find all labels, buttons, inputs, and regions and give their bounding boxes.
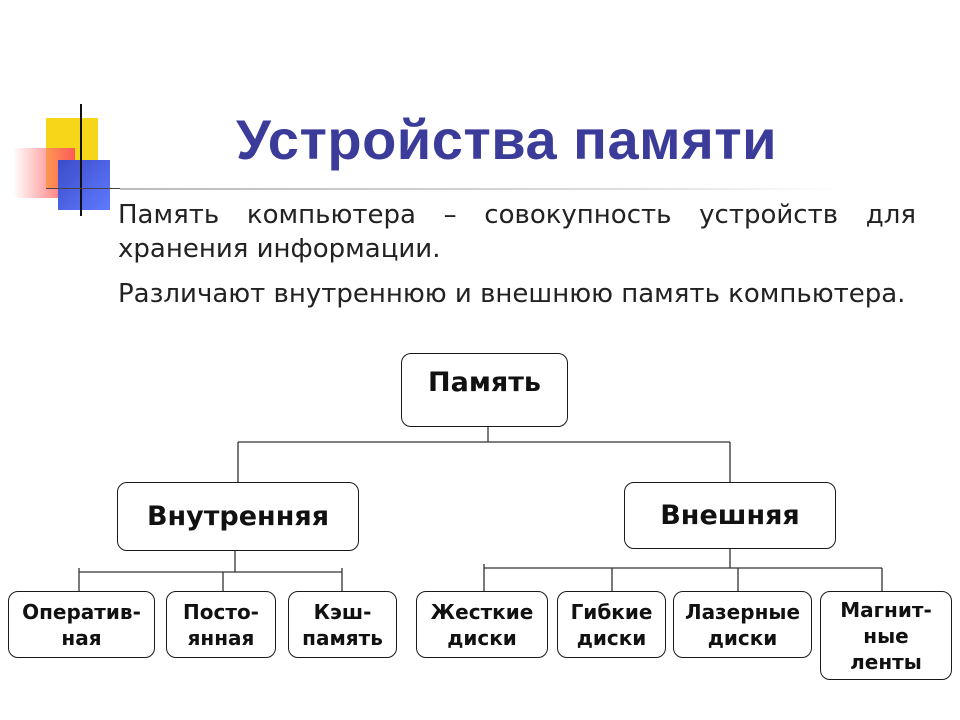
node-optical-disks: Лазерные диски xyxy=(673,591,812,658)
node-external-memory: Внешняя xyxy=(624,482,836,549)
node-magnetic-tapes-label: Магнит- ные ленты xyxy=(840,597,932,674)
node-magnetic-tapes: Магнит- ные ленты xyxy=(820,591,952,680)
types-paragraph: Различают внутреннюю и внешнюю память ко… xyxy=(118,279,906,309)
decor-blue-square xyxy=(58,160,110,210)
node-internal-memory: Внутренняя xyxy=(117,482,359,551)
node-rom: Посто- янная xyxy=(166,591,276,658)
node-ram-label: Оператив- ная xyxy=(22,599,141,650)
node-memory: Память xyxy=(401,353,568,427)
decor-vertical-line xyxy=(80,104,82,216)
node-ram: Оператив- ная xyxy=(8,591,155,658)
node-optical-disks-label: Лазерные диски xyxy=(684,599,801,650)
node-internal-label: Внутренняя xyxy=(146,501,330,532)
node-cache-label: Кэш- память xyxy=(302,599,383,650)
node-cache: Кэш- память xyxy=(288,591,397,658)
title-underline xyxy=(120,188,840,190)
node-rom-label: Посто- янная xyxy=(183,599,259,650)
slide-title: Устройства памяти xyxy=(236,108,778,171)
node-external-label: Внешняя xyxy=(660,500,800,531)
definition-paragraph: Память компьютера – совокупность устройс… xyxy=(118,200,916,264)
node-hard-disks: Жесткие диски xyxy=(416,591,548,658)
node-floppy-disks: Гибкие диски xyxy=(557,591,666,658)
node-memory-label: Память xyxy=(428,367,541,398)
decor-horizontal-line xyxy=(46,188,141,189)
node-floppy-disks-label: Гибкие диски xyxy=(570,599,653,650)
node-hard-disks-label: Жесткие диски xyxy=(430,599,534,650)
